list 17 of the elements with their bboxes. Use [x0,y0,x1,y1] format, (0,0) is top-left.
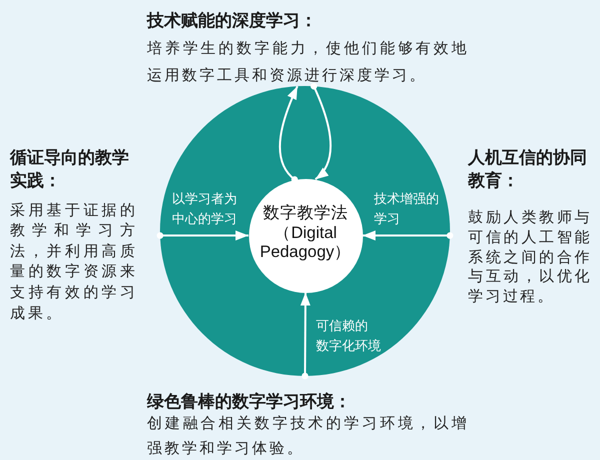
edge-label: 技术增强的学习 [374,190,440,229]
description-text: 培养学生的数字能力，使他们能够有效地运用数字工具和资源进行深度学习。 [147,38,469,86]
section-heading: 绿色鲁棒的数字学习环境： [147,391,352,413]
section-heading: 人机互信的协同教育： [468,146,588,192]
arrow [300,292,310,380]
arrow [310,82,332,180]
arrow [362,230,454,240]
description-text: 采用基于证据的教学和学习方法，并利用高质量的数字资源来支持有效的学习成果。 [10,200,138,324]
section-heading: 技术赋能的深度学习： [147,10,318,32]
section-heading: 循证导向的教学实践： [10,146,130,192]
description-text: 创建融合相关数字技术的学习环境，以增强教学和学习体验。 [147,412,469,458]
description-text: 鼓励人类教师与可信的人工智能系统之间的合作与互动，以优化学习过程。 [468,208,592,308]
edge-label: 以学习者为中心的学习 [172,190,238,229]
arrow [278,86,298,183]
edge-label: 可信赖的数字化环境 [316,318,382,356]
center-label: 数字教学法（Digital Pedagogy） [258,204,352,262]
arrow [156,230,248,240]
